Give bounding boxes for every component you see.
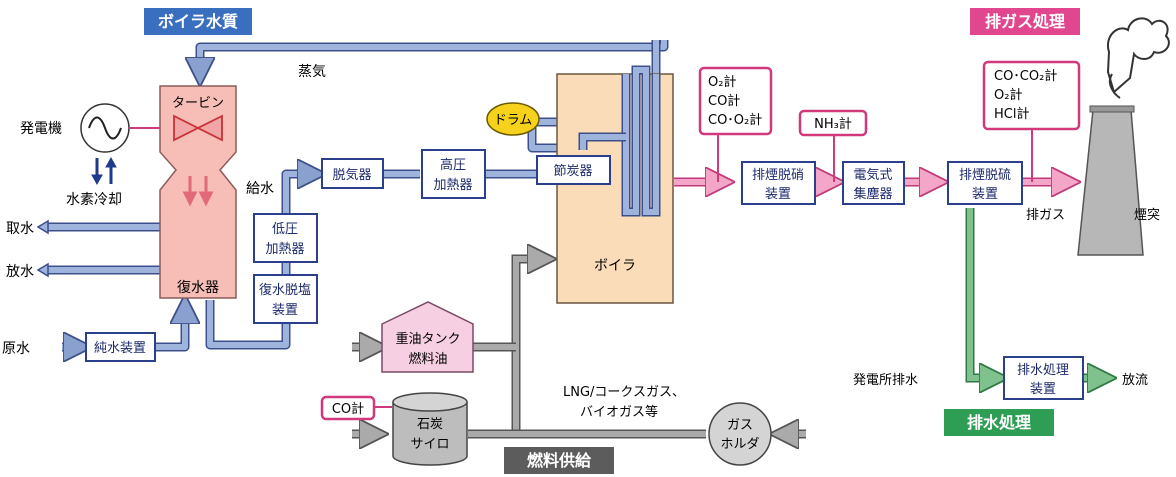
svg-text:石炭: 石炭 <box>417 417 443 432</box>
hp-heater: 高圧 加熱器 <box>421 149 486 199</box>
svg-text:CO･CO₂計: CO･CO₂計 <box>994 68 1057 84</box>
section-exhaust: 排ガス処理 <box>970 8 1080 35</box>
coal-silo: 石炭 サイロ <box>392 392 468 466</box>
meter-connectors <box>130 127 1033 408</box>
chimney-label: 煙突 <box>1134 207 1160 223</box>
meter-nh3: NH₃計 <box>798 109 868 137</box>
meter-boiler-outlet: O₂計 CO計 CO･O₂計 <box>698 66 773 136</box>
svg-text:O₂計: O₂計 <box>994 87 1022 103</box>
drum: ドラム <box>486 102 540 136</box>
svg-text:燃料油: 燃料油 <box>408 351 447 367</box>
svg-text:排水処理: 排水処理 <box>967 413 1031 432</box>
svg-text:CO･O₂計: CO･O₂計 <box>708 112 762 128</box>
plant-wastewater-label: 発電所排水 <box>853 373 918 388</box>
meter-co: CO計 <box>320 395 376 421</box>
deaerator: 脱気器 <box>321 158 384 189</box>
turbine-condenser-unit <box>159 85 237 299</box>
generator-icon <box>80 103 130 153</box>
svg-text:復水脱塩: 復水脱塩 <box>259 282 311 298</box>
lng-label-2: バイオガス等 <box>580 404 658 420</box>
section-fuel-supply: 燃料供給 <box>504 447 614 474</box>
svg-text:節炭器: 節炭器 <box>553 164 592 179</box>
fuel-pipes <box>352 259 806 434</box>
flow-down-arrows-icon <box>182 176 214 207</box>
svg-text:CO計: CO計 <box>708 93 740 109</box>
lp-heater: 低圧 加熱器 <box>253 213 318 263</box>
section-boiler-water: ボイラ水質 <box>144 8 252 35</box>
exhaust-gas-label: 排ガス <box>1026 208 1065 223</box>
outflow-label: 放流 <box>1122 373 1148 388</box>
svg-text:ドラム: ドラム <box>494 113 533 128</box>
steam-label: 蒸気 <box>298 64 326 80</box>
svg-text:重油タンク: 重油タンク <box>395 331 460 347</box>
svg-text:排煙脱硫: 排煙脱硫 <box>959 168 1011 183</box>
svg-text:HCl計: HCl計 <box>994 106 1029 122</box>
svg-text:燃料供給: 燃料供給 <box>527 451 592 470</box>
svg-text:脱気器: 脱気器 <box>332 167 371 183</box>
svg-text:ホルダ: ホルダ <box>720 437 759 452</box>
condenser-label: 復水器 <box>177 279 219 296</box>
discharge-label: 放水 <box>6 264 34 280</box>
hydrogen-cooling-arrows-icon <box>91 156 117 186</box>
wastewater-unit: 排水処理 装置 <box>1003 356 1084 400</box>
svg-text:排ガス処理: 排ガス処理 <box>985 12 1065 31</box>
raw-water-label: 原水 <box>2 341 30 357</box>
lng-label-1: LNG/コークスガス、 <box>563 385 685 400</box>
svg-text:純水装置: 純水装置 <box>94 341 146 356</box>
generator-label: 発電機 <box>20 121 62 137</box>
hydrogen-cooling-label: 水素冷却 <box>66 192 122 208</box>
pure-water-unit: 純水装置 <box>85 332 156 362</box>
svg-text:ボイラ水質: ボイラ水質 <box>158 12 238 31</box>
heavy-oil-tank: 重油タンク 燃料油 <box>381 301 474 373</box>
svg-text:装置: 装置 <box>272 303 298 318</box>
svg-text:ガス: ガス <box>727 418 753 433</box>
meter-stack: CO･CO₂計 O₂計 HCl計 <box>982 60 1081 131</box>
svg-text:加熱器: 加熱器 <box>265 242 304 257</box>
wastewater-pipes <box>965 208 1108 378</box>
electrostatic-precipitator: 電気式 集塵器 <box>842 161 905 205</box>
desulfurization-unit: 排煙脱硫 装置 <box>947 161 1023 205</box>
svg-text:排煙脱硝: 排煙脱硝 <box>752 168 804 183</box>
economizer: 節炭器 <box>536 155 611 185</box>
svg-text:電気式: 電気式 <box>853 167 892 183</box>
denox-unit: 排煙脱硝 装置 <box>741 161 816 205</box>
svg-text:サイロ: サイロ <box>410 437 449 452</box>
svg-text:集塵器: 集塵器 <box>853 186 892 202</box>
svg-text:O₂計: O₂計 <box>708 74 736 90</box>
svg-text:装置: 装置 <box>765 187 791 202</box>
turbine-icon <box>173 114 223 142</box>
svg-text:NH₃計: NH₃計 <box>814 116 852 132</box>
intake-label: 取水 <box>6 221 34 237</box>
svg-text:加熱器: 加熱器 <box>433 178 472 193</box>
condensate-demineralizer: 復水脱塩 装置 <box>253 274 318 324</box>
chimney-icon <box>1077 17 1170 256</box>
feed-water-label: 給水 <box>246 181 274 197</box>
svg-text:高圧: 高圧 <box>440 157 466 173</box>
gas-holder: ガス ホルダ <box>708 402 772 466</box>
svg-text:排水処理: 排水処理 <box>1017 363 1069 378</box>
water-pipes <box>62 40 669 347</box>
turbine-label: タービン <box>172 96 224 111</box>
boiler-coil-front <box>578 65 661 217</box>
section-wastewater: 排水処理 <box>944 409 1054 436</box>
svg-text:CO計: CO計 <box>332 401 364 417</box>
svg-text:装置: 装置 <box>972 187 998 202</box>
svg-text:装置: 装置 <box>1030 382 1056 397</box>
svg-text:低圧: 低圧 <box>272 222 298 237</box>
svg-text:ボイラ: ボイラ <box>594 258 636 274</box>
